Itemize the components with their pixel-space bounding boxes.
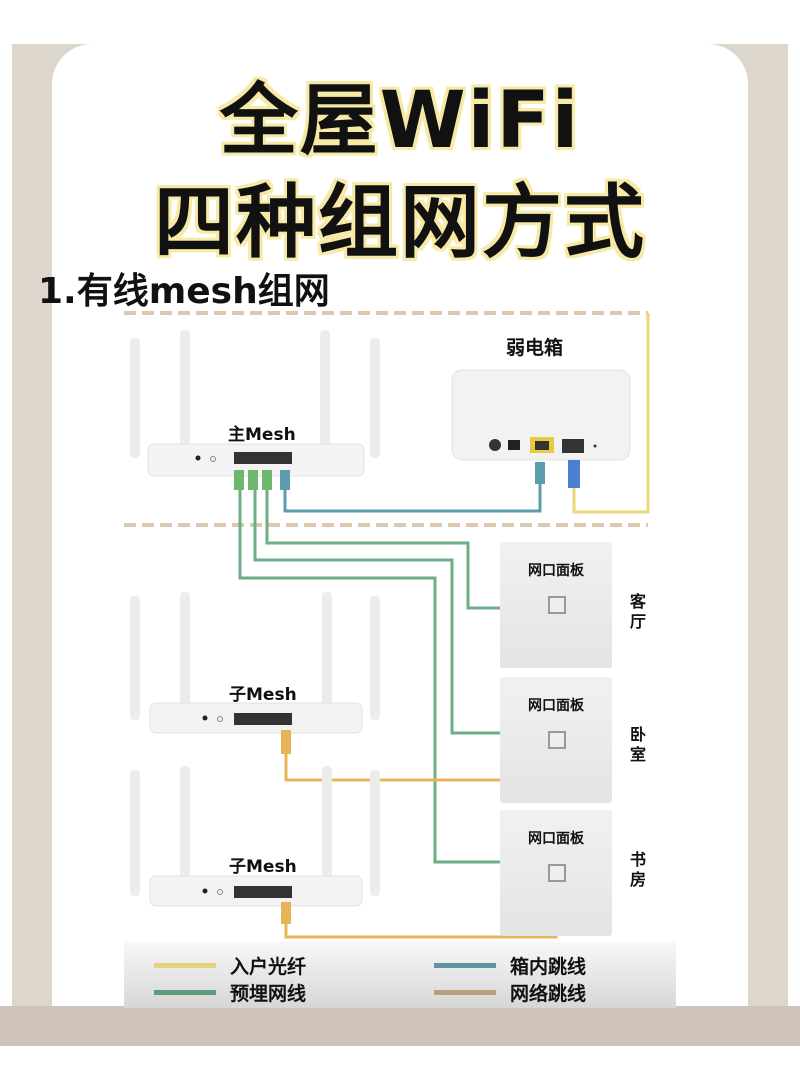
- legend-label: 箱内跳线: [510, 956, 587, 978]
- embedded-cable-study: [238, 490, 500, 864]
- room-label-bedroom: 卧室: [630, 725, 647, 764]
- legend-label: 预埋网线: [230, 983, 307, 1005]
- panel-label: 网口面板: [528, 698, 584, 714]
- ethernet-port-icon: [548, 864, 566, 882]
- title-line-1: 全屋WiFi: [219, 76, 581, 166]
- weak-box-ont-icon: [451, 369, 631, 461]
- sub-mesh-router-1-icon: [130, 592, 380, 734]
- box-patch-cable: [283, 484, 542, 513]
- legend-item-embedded: 预埋网线: [154, 979, 306, 1006]
- legend-label: 网络跳线: [510, 983, 587, 1005]
- sub-mesh-router-2-icon: [130, 766, 380, 907]
- legend-swatch: [434, 963, 496, 968]
- sub-mesh-2-label: 子Mesh: [229, 857, 297, 877]
- embedded-cable-bedroom: [253, 490, 500, 735]
- legend-swatch: [154, 963, 216, 968]
- legend-swatch: [154, 990, 216, 995]
- room-label-living: 客厅: [630, 592, 647, 631]
- bottom-band: [0, 1006, 800, 1046]
- wall-panel-bedroom: 网口面板: [500, 677, 612, 803]
- panel-label: 网口面板: [528, 831, 584, 847]
- legend-swatch: [434, 990, 496, 995]
- legend-label: 入户光纤: [230, 956, 307, 978]
- panel-label: 网口面板: [528, 563, 584, 579]
- main-mesh-router-icon: [130, 330, 380, 477]
- sub-mesh-1-label: 子Mesh: [229, 685, 297, 705]
- legend: 入户光纤 箱内跳线 预埋网线 网络跳线: [124, 942, 676, 1008]
- room-label-study: 书房: [630, 850, 647, 889]
- ethernet-port-icon: [548, 596, 566, 614]
- embedded-cable-living: [265, 490, 500, 610]
- title-line-2: 四种组网方式: [154, 176, 646, 269]
- wall-panel-living-room: 网口面板: [500, 542, 612, 668]
- fiber-cable: [572, 313, 650, 514]
- legend-item-network-patch: 网络跳线: [434, 979, 586, 1006]
- ethernet-port-icon: [548, 731, 566, 749]
- legend-item-box-patch: 箱内跳线: [434, 952, 586, 979]
- wall-panel-study: 网口面板: [500, 810, 612, 936]
- weak-box-label: 弱电箱: [506, 337, 564, 359]
- legend-item-fiber: 入户光纤: [154, 952, 306, 979]
- section-heading: 1.有线mesh组网: [38, 271, 330, 312]
- main-mesh-label: 主Mesh: [228, 425, 296, 445]
